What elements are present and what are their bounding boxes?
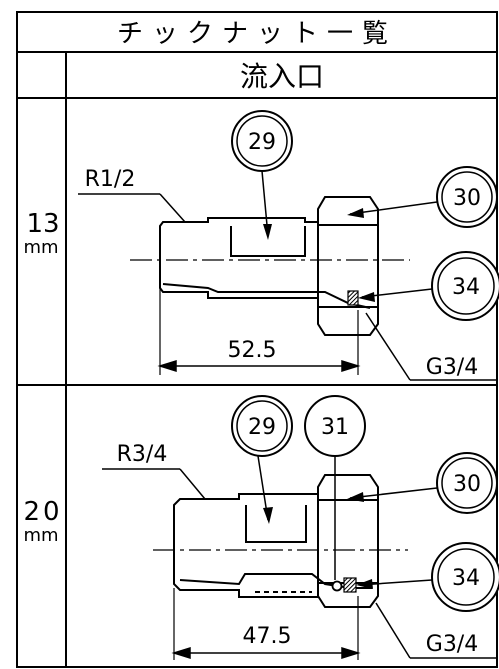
row-20-callout-30 — [347, 452, 498, 514]
row-20-callout-31 — [304, 395, 366, 580]
row-20-callout-31-label: 31 — [321, 415, 349, 440]
row-13-packing-hatch — [347, 290, 359, 306]
row-20-thread-label: R3/4 — [117, 442, 168, 467]
row-13-length-dimension: 52.5 — [228, 338, 277, 363]
row-20-outlet-thread-leader — [375, 602, 497, 659]
row-20-length-dimension-line — [171, 646, 361, 660]
table-title: チックナット一覧 — [117, 19, 397, 49]
row-20-callout-34-label: 34 — [452, 566, 480, 591]
row-13-outlet-thread-leader — [365, 312, 497, 381]
row-13-size-unit: mm — [23, 237, 58, 258]
row-20-thread-leader — [102, 468, 206, 500]
column-header-inlet: 流入口 — [240, 60, 324, 93]
row-20-size-unit: mm — [23, 525, 58, 546]
row-13-fitting-drawing — [130, 196, 410, 375]
row-13-callout-29-label: 29 — [248, 130, 276, 155]
row-20-o-ring — [331, 580, 343, 592]
table-frame — [16, 11, 498, 668]
row-20-fitting-drawing — [153, 474, 408, 660]
row-13-size-value: 13 — [26, 209, 59, 239]
row-13-length-dimension-line — [157, 359, 361, 373]
row-20-size-value: 20 — [23, 497, 62, 527]
row-13-callout-29 — [231, 110, 293, 240]
row-20-callout-34 — [356, 542, 499, 612]
row-13-callout-30 — [347, 166, 498, 228]
row-20-callout-29-label: 29 — [248, 415, 276, 440]
row-13-callout-34-label: 34 — [452, 275, 480, 300]
row-20-outlet-thread-label: G3/4 — [426, 632, 478, 657]
row-13-callout-30-label: 30 — [453, 186, 481, 211]
row-13-thread-label: R1/2 — [85, 167, 136, 192]
row-20-callout-29 — [231, 395, 293, 524]
row-13-thread-leader — [78, 193, 186, 223]
row-20-packing-hatch — [343, 577, 357, 593]
row-20-callout-30-label: 30 — [453, 472, 481, 497]
row-13-callout-34 — [358, 251, 499, 321]
row-13-outlet-thread-label: G3/4 — [426, 355, 478, 380]
row-20-length-dimension: 47.5 — [243, 624, 292, 649]
